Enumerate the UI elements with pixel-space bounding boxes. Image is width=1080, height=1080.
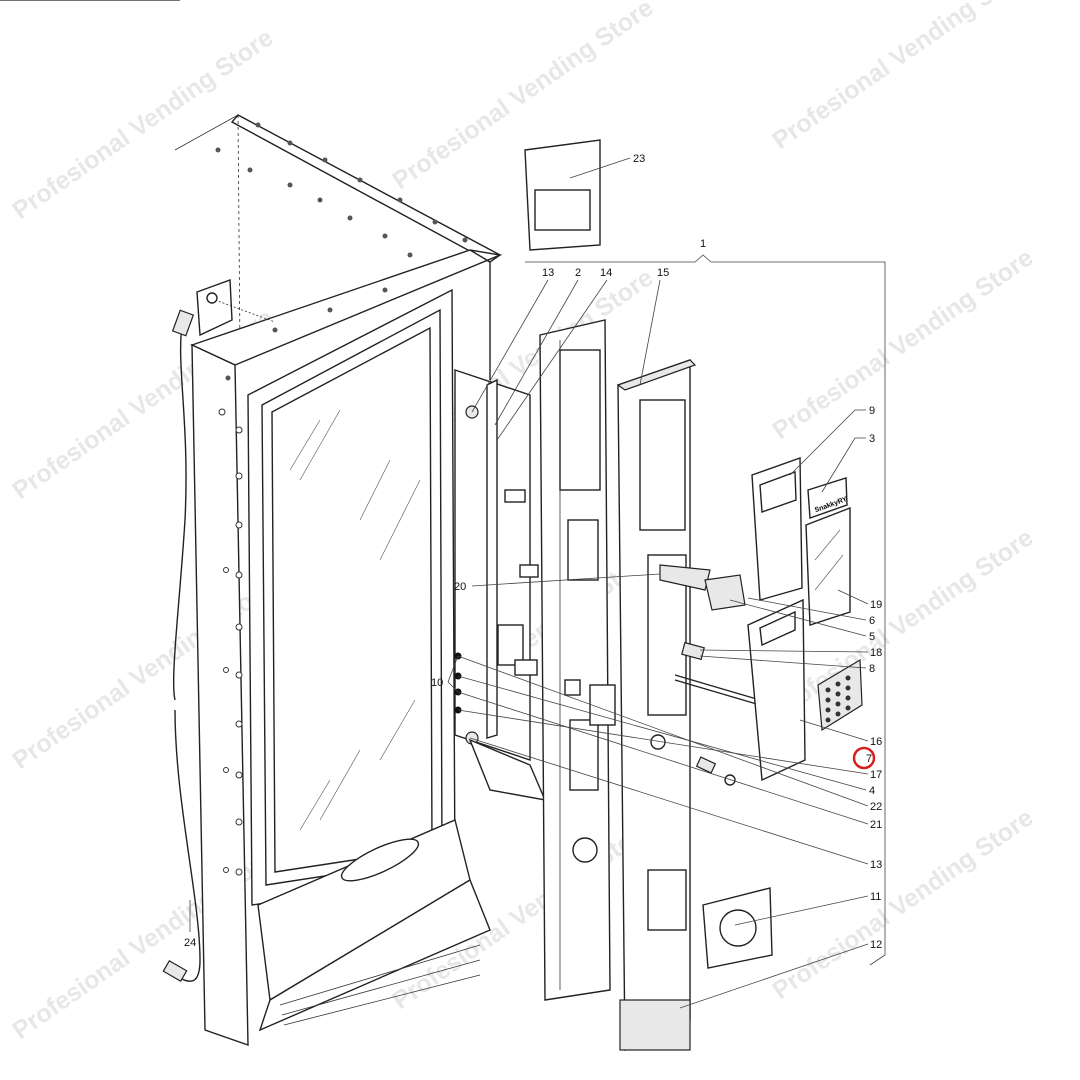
- keypad-keys: [825, 675, 851, 723]
- glass-reflection-lines: [289, 409, 421, 831]
- callout-11: 11: [870, 891, 881, 903]
- watermark: Profesional Vending Store: [387, 0, 658, 195]
- small-parts: [650, 564, 761, 786]
- door-hinge-holes: [218, 408, 243, 876]
- callout-15: 15: [657, 267, 669, 279]
- watermark: Profesional Vending Store: [767, 243, 1038, 444]
- callout-23: 23: [633, 153, 645, 165]
- callout-10: 10: [431, 677, 443, 689]
- callout-7: 7: [866, 753, 872, 765]
- callout-19: 19: [870, 599, 882, 611]
- callout-3: 3: [869, 433, 875, 445]
- callout-14: 14: [600, 267, 612, 279]
- leader-lines: [189, 157, 886, 1009]
- callout-8: 8: [869, 663, 875, 675]
- callout-18: 18: [870, 647, 882, 659]
- door-frame-parts: [454, 319, 616, 1001]
- callout-20: 20: [454, 581, 466, 593]
- callout-2: 2: [575, 267, 581, 279]
- callout-16: 16: [870, 736, 882, 748]
- right-parts: SnakkyRY: [0, 0, 863, 969]
- callout-22: 22: [870, 801, 882, 813]
- front-panel-15: [616, 359, 697, 1052]
- cabinet: [162, 114, 503, 1046]
- vent-lines: [279, 944, 481, 1026]
- callout-24: 24: [184, 937, 196, 949]
- callout-6: 6: [869, 615, 875, 627]
- callout-12: 12: [870, 939, 882, 951]
- callout-17: 17: [870, 769, 882, 781]
- watermark: Profesional Vending Store: [767, 0, 1038, 155]
- callout-21: 21: [870, 819, 882, 831]
- callout-1: 1: [700, 238, 706, 250]
- callouts: 23 1 13 2 14 15 9 3 19 6 5 18 8 20 10 16…: [184, 153, 882, 951]
- callout-5: 5: [869, 631, 875, 643]
- callout-13: 13: [542, 267, 554, 279]
- callout-9: 9: [869, 405, 875, 417]
- cabinet-screws: [215, 122, 468, 381]
- callout-4: 4: [869, 785, 875, 797]
- highlight-circle: [852, 746, 876, 770]
- watermark: Profesional Vending Store: [767, 803, 1038, 1004]
- callout-13-lower: 13: [870, 859, 882, 871]
